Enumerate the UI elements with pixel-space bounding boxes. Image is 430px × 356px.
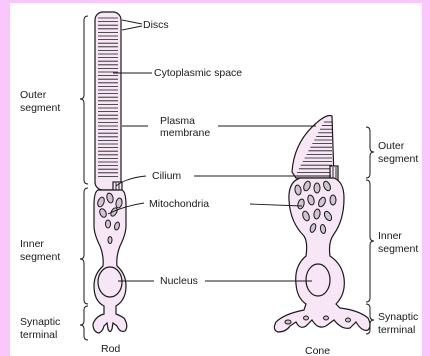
cone-inner-segment-label-line1: Inner: [378, 230, 402, 242]
cone-mitochondrion: [330, 195, 336, 205]
cone-vesicle: [304, 316, 309, 320]
rod-caption: Rod: [101, 343, 120, 355]
cone-outer-segment-label-line1: Outer: [378, 140, 405, 152]
cone-inner-segment-label-line2: segment: [378, 243, 418, 255]
rod-synaptic-label-line1: Synaptic: [20, 316, 60, 328]
rod-outer-segment-label-line1: Outer: [20, 89, 47, 101]
nucleus-label: Nucleus: [160, 275, 198, 287]
mitochondria-label: Mitochondria: [149, 198, 209, 210]
cone-synaptic-label-line2: terminal: [378, 324, 415, 336]
rod-inner-segment-label-line1: Inner: [20, 238, 44, 250]
rod-mitochondrion: [108, 237, 112, 244]
cone-vesicle: [285, 320, 291, 324]
rod-outer-segment-label-line2: segment: [20, 102, 60, 114]
plasma-membrane-label-line2: membrane: [160, 127, 210, 139]
rod-inner-segment-label-line2: segment: [20, 251, 60, 263]
cone-synaptic-label-line1: Synaptic: [378, 311, 418, 323]
rod-mitochondrion: [106, 220, 111, 228]
cone-caption: Cone: [305, 345, 330, 356]
cone-mitochondrion: [314, 183, 320, 193]
cone-vesicle: [346, 318, 351, 322]
cone-vesicle: [324, 316, 329, 320]
diagram-panel: [10, 3, 422, 356]
discs-label: Discs: [143, 19, 169, 31]
cytoplasmic-space-label: Cytoplasmic space: [154, 67, 242, 79]
cilium-label: Cilium: [152, 170, 181, 182]
rod-synaptic-label-line2: terminal: [20, 329, 57, 341]
cone-outer-segment-label-line2: segment: [378, 153, 418, 165]
plasma-membrane-label-line1: Plasma: [160, 115, 195, 127]
